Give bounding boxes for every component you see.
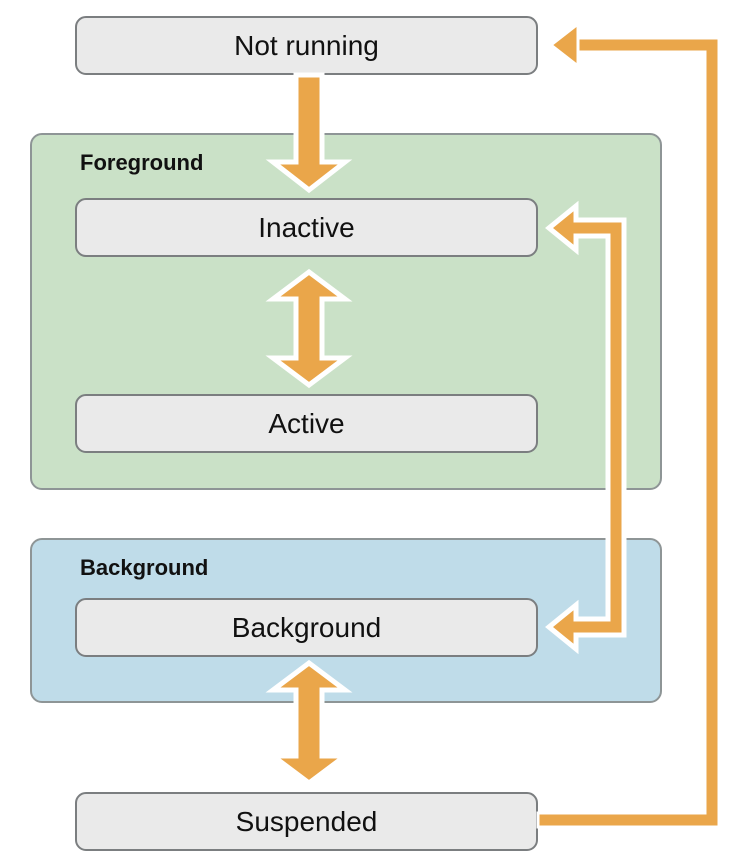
state-node-suspended-label: Suspended	[235, 805, 378, 837]
state-node-active: Active	[75, 394, 538, 453]
state-node-active-label: Active	[268, 407, 345, 439]
state-node-not-running-label: Not running	[234, 29, 379, 61]
state-node-inactive-label: Inactive	[258, 211, 355, 243]
group-foreground-label: Foreground	[80, 150, 204, 175]
state-node-not-running: Not running	[75, 16, 538, 75]
state-node-background-label: Background	[231, 611, 382, 643]
state-node-suspended: Suspended	[75, 792, 538, 851]
state-node-background: Background	[75, 598, 538, 657]
state-node-inactive: Inactive	[75, 198, 538, 257]
arrow-suspended-to-not-running-head-icon	[548, 20, 580, 70]
group-background-label: Background	[80, 555, 209, 580]
